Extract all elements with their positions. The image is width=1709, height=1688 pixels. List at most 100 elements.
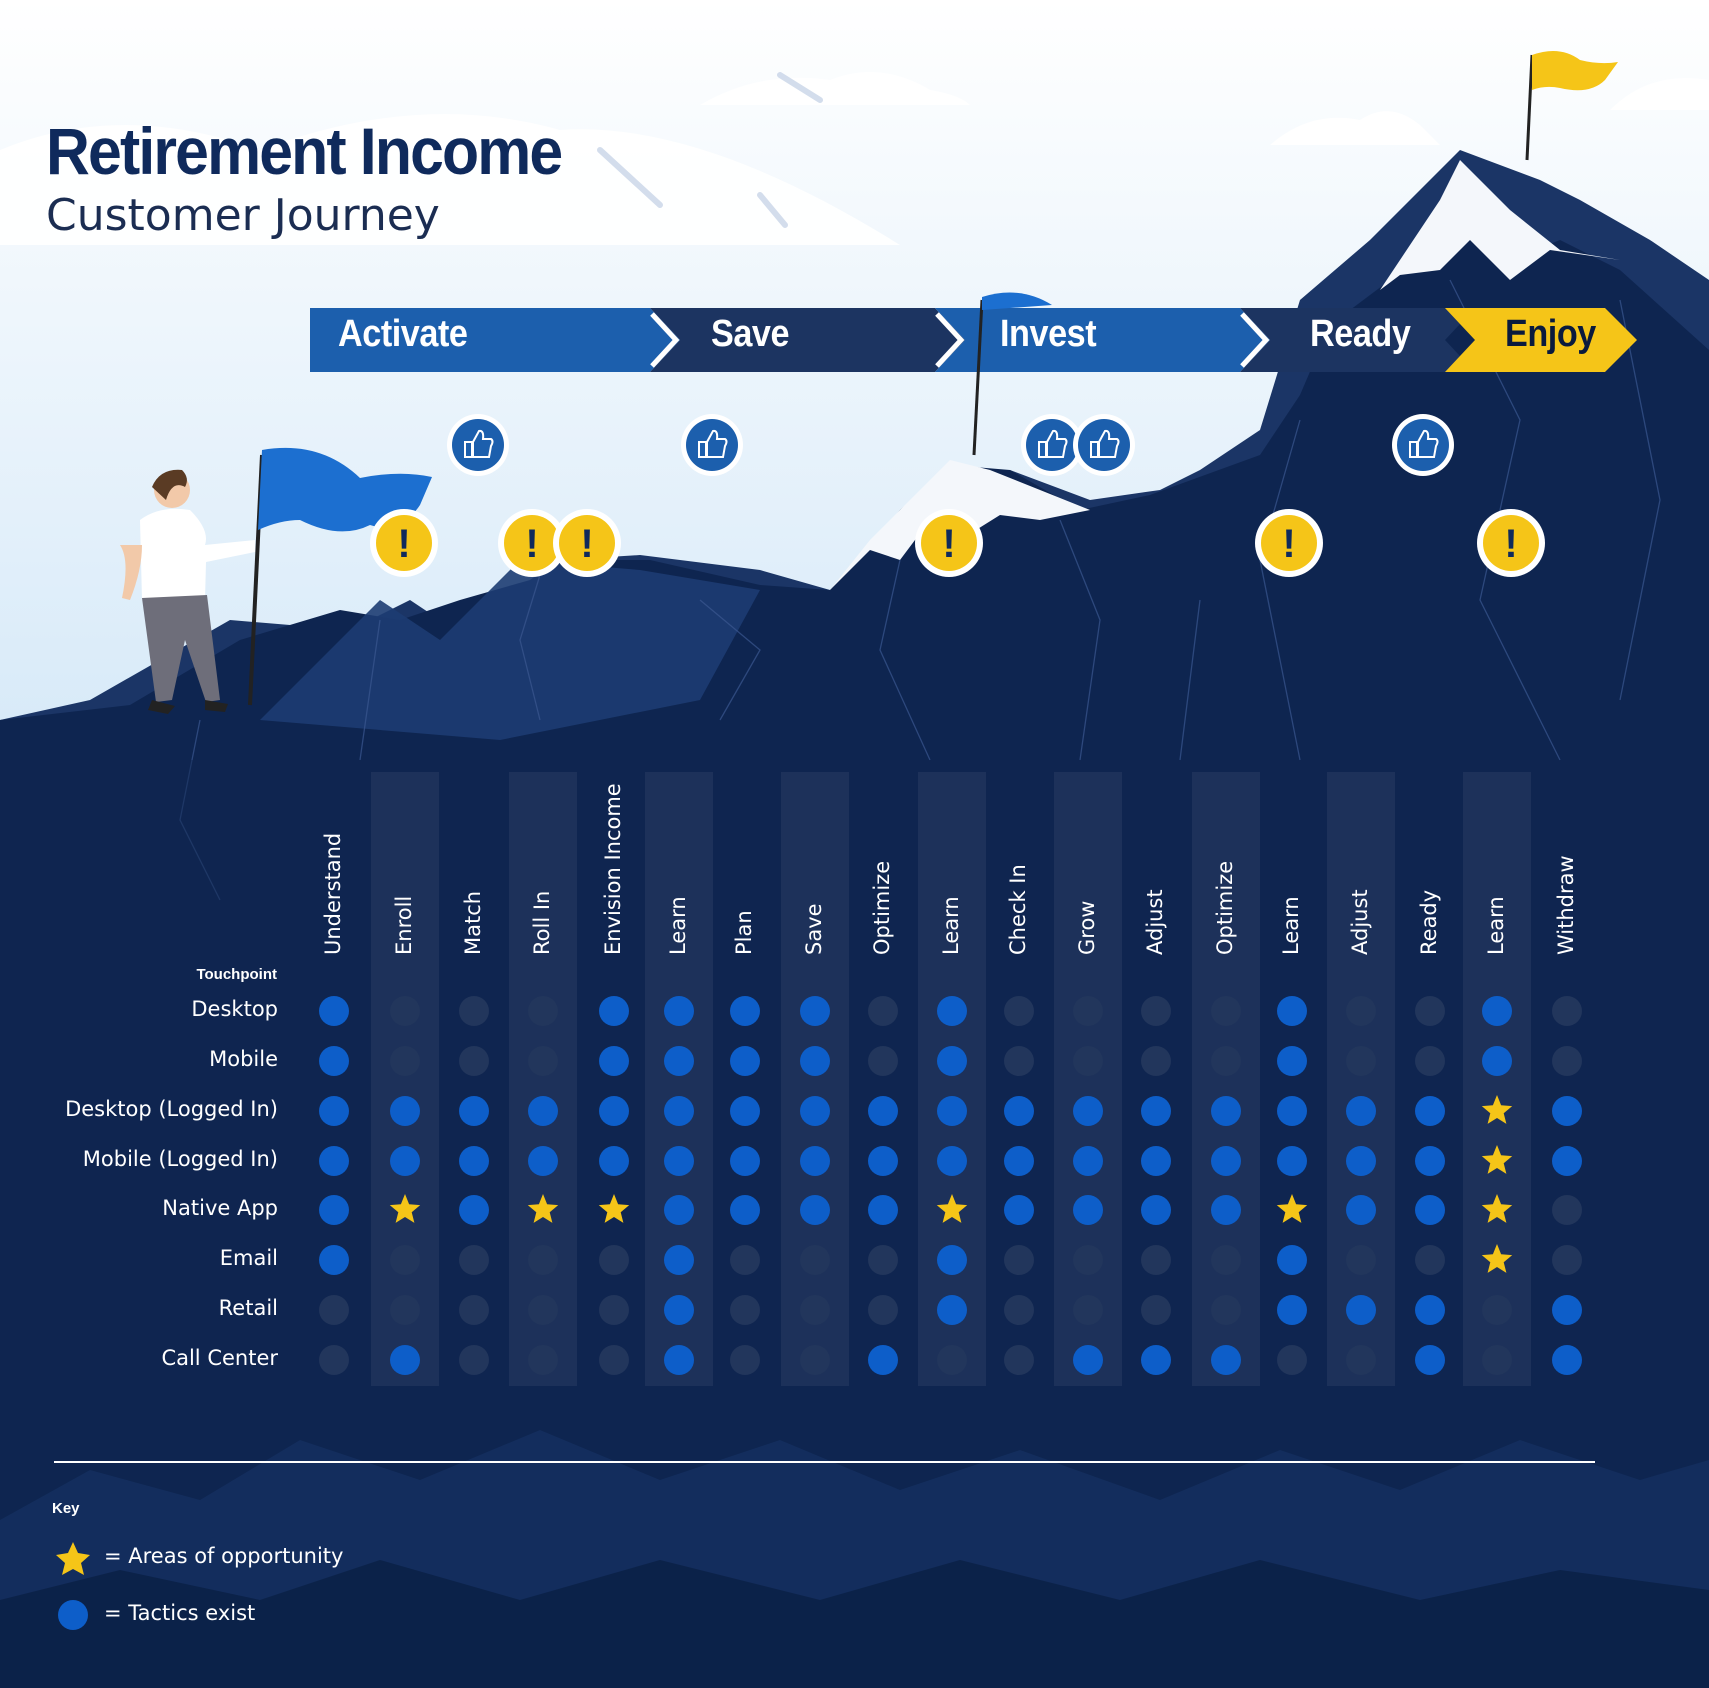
stage-enjoy[interactable] (1445, 308, 1637, 372)
exclamation-icon: ! (1255, 509, 1323, 577)
key-tactics-label: = Tactics exist (104, 1601, 256, 1625)
opportunity-star-icon (1276, 1194, 1308, 1223)
exclamation-icon: ! (498, 509, 566, 577)
tactic-dot (1552, 1295, 1582, 1325)
empty-dot (1277, 1345, 1307, 1375)
tactic-dot (1141, 1096, 1171, 1126)
tactic-dot (1346, 1096, 1376, 1126)
empty-dot (390, 1046, 420, 1076)
exclamation-icon: ! (915, 509, 983, 577)
row-header: Desktop (Logged In) (65, 1097, 278, 1121)
empty-dot (868, 1295, 898, 1325)
tactic-dot (599, 996, 629, 1026)
touchpoint-grid (319, 996, 1582, 1375)
empty-dot (459, 1046, 489, 1076)
column-stripe (509, 772, 577, 1386)
empty-dot (1415, 1046, 1445, 1076)
page-title: Retirement Income (46, 114, 563, 188)
tactic-dot (800, 1096, 830, 1126)
column-stripes (371, 772, 1531, 1386)
opportunity-star-icon (598, 1194, 630, 1223)
key-opportunity-label: = Areas of opportunity (104, 1544, 344, 1568)
key-star-icon (56, 1542, 90, 1575)
tactic-dot (664, 1295, 694, 1325)
column-header: Learn (1279, 896, 1303, 955)
tactic-dot (664, 1195, 694, 1225)
thumbs-up-icon (1021, 414, 1083, 476)
tactic-dot (319, 1146, 349, 1176)
empty-dot (1004, 1245, 1034, 1275)
tactic-dot (1346, 1295, 1376, 1325)
column-header: Save (802, 903, 826, 955)
empty-dot (1211, 1295, 1241, 1325)
tactic-dot (1346, 1195, 1376, 1225)
tactic-dot (730, 1096, 760, 1126)
empty-dot (599, 1295, 629, 1325)
stage-ready[interactable] (1240, 308, 1475, 372)
opportunity-star-icon (527, 1194, 559, 1223)
thumbs-up-icon (681, 414, 743, 476)
empty-dot (1004, 996, 1034, 1026)
tactic-dot (1482, 996, 1512, 1026)
thumbs-up-icon (1073, 414, 1135, 476)
tactic-dot (319, 1195, 349, 1225)
tactic-dot (390, 1096, 420, 1126)
empty-dot (528, 1046, 558, 1076)
empty-dot (1346, 1046, 1376, 1076)
hiker-illustration (120, 447, 432, 714)
tactic-dot (1415, 1345, 1445, 1375)
empty-dot (1073, 1295, 1103, 1325)
empty-dot (868, 1245, 898, 1275)
opportunity-star-icon (1481, 1095, 1513, 1124)
column-header: Envision Income (601, 783, 625, 955)
tactic-dot (1277, 1245, 1307, 1275)
exclamation-icon: ! (1477, 509, 1545, 577)
key-dot-icon (58, 1600, 88, 1630)
tactic-dot (528, 1096, 558, 1126)
exclamation-glyph: ! (1282, 522, 1295, 566)
empty-dot (1141, 996, 1171, 1026)
column-header: Learn (1484, 896, 1508, 955)
stage-label-invest: Invest (1000, 313, 1097, 355)
tactic-dot (1415, 1146, 1445, 1176)
empty-dot (800, 1345, 830, 1375)
tactic-dot (1277, 1146, 1307, 1176)
empty-dot (528, 1245, 558, 1275)
stage-activate[interactable] (310, 308, 680, 372)
empty-dot (1482, 1295, 1512, 1325)
tactic-dot (730, 996, 760, 1026)
row-header: Email (219, 1246, 278, 1270)
empty-dot (1141, 1046, 1171, 1076)
tactic-dot (459, 1146, 489, 1176)
tactic-dot (1073, 1146, 1103, 1176)
tactic-dot (319, 996, 349, 1026)
column-header: Plan (732, 910, 756, 955)
column-stripe (918, 772, 986, 1386)
tactic-dot (664, 996, 694, 1026)
column-header: Learn (939, 896, 963, 955)
empty-dot (868, 1046, 898, 1076)
empty-dot (1141, 1295, 1171, 1325)
empty-dot (730, 1345, 760, 1375)
title-block: Retirement Income Customer Journey (46, 118, 606, 238)
tactic-dot (868, 1195, 898, 1225)
row-header: Mobile (209, 1047, 278, 1071)
thumbs-up-markers (447, 414, 1454, 476)
stage-label-enjoy: Enjoy (1505, 313, 1596, 355)
empty-dot (1346, 1345, 1376, 1375)
tactic-dot (868, 1345, 898, 1375)
tactic-dot (937, 1295, 967, 1325)
column-header: Understand (321, 832, 345, 955)
empty-dot (390, 1295, 420, 1325)
tactic-dot (459, 1096, 489, 1126)
tactic-dot (319, 1096, 349, 1126)
tactic-dot (664, 1345, 694, 1375)
empty-dot (1073, 1046, 1103, 1076)
stage-invest[interactable] (935, 308, 1270, 372)
column-header: Match (461, 890, 485, 955)
empty-dot (459, 1345, 489, 1375)
stage-save[interactable] (650, 308, 965, 372)
tactic-dot (730, 1146, 760, 1176)
exclamation-icon: ! (553, 509, 621, 577)
